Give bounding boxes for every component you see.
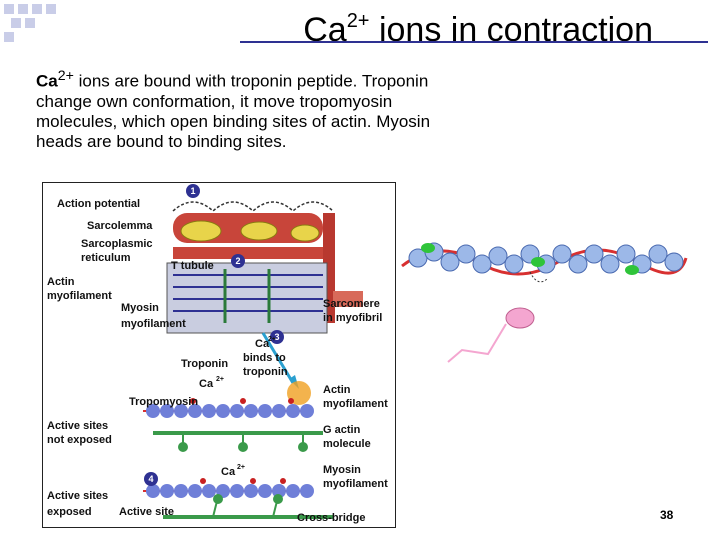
svg-text:myofilament: myofilament xyxy=(47,290,112,302)
svg-text:Active sites: Active sites xyxy=(47,490,108,502)
title-bar: Ca2+ ions in contraction xyxy=(40,6,708,49)
svg-text:Actin: Actin xyxy=(323,384,351,396)
svg-text:Sarcoplasmic: Sarcoplasmic xyxy=(81,238,153,250)
svg-text:in myofibril: in myofibril xyxy=(323,312,382,324)
svg-text:T tubule: T tubule xyxy=(171,260,214,272)
svg-text:Ca: Ca xyxy=(255,338,270,350)
svg-text:Sarcolemma: Sarcolemma xyxy=(87,220,153,232)
svg-text:Sarcomere: Sarcomere xyxy=(323,298,380,310)
svg-text:2+: 2+ xyxy=(237,464,245,471)
svg-text:Tropomyosin: Tropomyosin xyxy=(129,396,198,408)
svg-text:reticulum: reticulum xyxy=(81,252,131,264)
svg-text:myofilament: myofilament xyxy=(323,398,388,410)
svg-text:myofilament: myofilament xyxy=(323,478,388,490)
filament-row-bottom xyxy=(143,478,333,519)
svg-text:2+: 2+ xyxy=(216,376,224,383)
svg-text:Active sites: Active sites xyxy=(47,420,108,432)
filament-row-top xyxy=(143,398,323,452)
svg-text:2+: 2+ xyxy=(268,336,276,343)
slide-title: Ca2+ ions in contraction xyxy=(303,10,653,49)
svg-text:troponin: troponin xyxy=(243,366,288,378)
svg-text:Myosin: Myosin xyxy=(323,464,361,476)
contraction-figure: 1 2 3 4 Action potential Sarcolemma Sarc… xyxy=(42,182,396,528)
svg-text:not exposed: not exposed xyxy=(47,434,112,446)
svg-text:2: 2 xyxy=(235,256,240,266)
svg-text:exposed: exposed xyxy=(47,506,92,518)
svg-text:Actin: Actin xyxy=(47,276,75,288)
svg-text:Myosin: Myosin xyxy=(121,302,159,314)
body-text: Ca2+ ions are bound with troponin peptid… xyxy=(36,68,431,151)
svg-text:Active site: Active site xyxy=(119,506,174,518)
corner-decoration xyxy=(4,4,56,42)
svg-text:binds to: binds to xyxy=(243,352,286,364)
svg-text:1: 1 xyxy=(190,186,195,196)
actin-filament-schematic xyxy=(401,242,688,363)
svg-text:Action potential: Action potential xyxy=(57,198,140,210)
svg-text:myofilament: myofilament xyxy=(121,318,186,330)
svg-text:molecule: molecule xyxy=(323,438,371,450)
svg-text:3: 3 xyxy=(274,332,279,342)
page-number: 38 xyxy=(660,508,674,522)
svg-text:Troponin: Troponin xyxy=(181,358,228,370)
svg-text:Ca: Ca xyxy=(221,466,236,478)
svg-text:Ca: Ca xyxy=(199,378,214,390)
title-underline xyxy=(240,41,708,43)
step-badges: 1 2 3 4 xyxy=(144,184,284,486)
svg-text:4: 4 xyxy=(148,474,153,484)
svg-text:G actin: G actin xyxy=(323,424,361,436)
svg-text:Cross-bridge: Cross-bridge xyxy=(297,512,365,524)
